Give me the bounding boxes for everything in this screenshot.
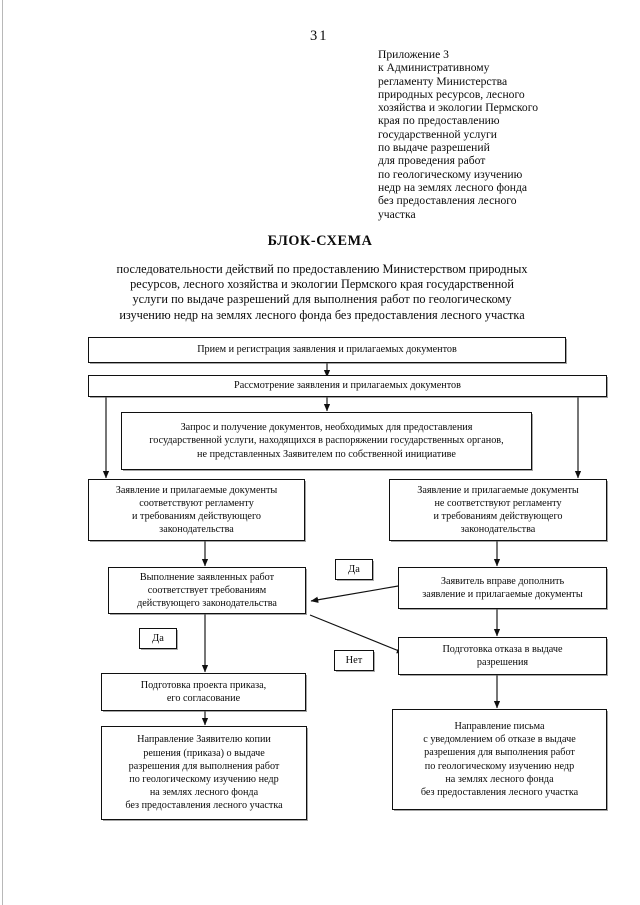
header-line-6: государственной услуги xyxy=(378,127,498,141)
flow-node-non-compliant-line-2: и требованиям действующего xyxy=(433,511,563,522)
header-line-1: к Административному xyxy=(378,61,490,75)
decision-label-yes-upper-right-text: Да xyxy=(348,564,360,575)
flow-node-compliant-line-0: Заявление и прилагаемые документы xyxy=(115,484,278,496)
page-number: 31 xyxy=(310,28,329,44)
flow-node-draft-order-line-1: его согласование xyxy=(166,693,241,704)
flow-node-non-compliant[interactable]: Заявление и прилагаемые документы не соо… xyxy=(389,479,607,541)
flow-node-send-refusal-letter-line-1: с уведомлением об отказе в выдаче xyxy=(423,734,576,746)
flow-node-send-copy-decision-line-3: по геологическому изучению недр xyxy=(129,774,279,785)
flow-node-works-compliant[interactable]: Выполнение заявленных работ соответствуе… xyxy=(108,567,306,614)
header-line-7: по выдаче разрешений xyxy=(378,141,490,155)
flow-node-send-refusal-letter-line-4: на землях лесного фонда xyxy=(445,773,554,785)
header-line-4: хозяйства и экологии Пермского xyxy=(378,101,538,115)
flow-node-send-refusal-letter-line-2: разрешения для выполнения работ xyxy=(424,747,575,759)
flow-node-non-compliant-line-1: не соответствуют регламенту xyxy=(434,497,562,509)
flow-node-send-refusal-letter-line-0: Направление письма xyxy=(454,720,545,732)
flow-node-non-compliant-line-3: законодательства xyxy=(460,524,536,536)
header-line-0: Приложение 3 xyxy=(378,48,449,61)
header-line-2: регламенту Министерства xyxy=(378,74,508,88)
flow-node-works-compliant-line-1: соответствует требованиям xyxy=(147,584,267,596)
flow-node-prepare-refusal-line-1: разрешения xyxy=(476,657,529,668)
flow-node-interagency-request-line-0: Запрос и получение документов, необходим… xyxy=(180,422,473,434)
header-line-11: без предоставления лесного xyxy=(378,194,517,208)
flow-node-send-copy-decision-line-5: без предоставления лесного участка xyxy=(125,800,283,812)
flow-node-send-refusal-letter-line-3: по геологическому изучению недр xyxy=(424,760,575,772)
flow-node-compliant-line-1: соответствуют регламенту xyxy=(139,497,254,509)
flow-node-intake[interactable]: Прием и регистрация заявления и прилагае… xyxy=(88,337,566,363)
flow-node-works-compliant-line-2: действующего законодательства xyxy=(137,598,277,610)
flow-node-non-compliant-line-0: Заявление и прилагаемые документы xyxy=(417,484,579,496)
flow-node-interagency-request[interactable]: Запрос и получение документов, необходим… xyxy=(121,412,532,470)
flow-node-send-refusal-letter-line-5: без предоставления лесного участка xyxy=(420,786,579,798)
flow-node-send-refusal-letter[interactable]: Направление письма с уведомлением об отк… xyxy=(392,709,607,810)
document-reference-header: Приложение 3 к Административному регламе… xyxy=(378,48,608,221)
flow-node-send-copy-decision[interactable]: Направление Заявителю копии решения (при… xyxy=(101,726,307,820)
header-line-8: для проведения работ xyxy=(378,154,486,168)
flow-node-send-copy-decision-line-2: разрешения для выполнения работ xyxy=(128,760,280,772)
flow-node-send-copy-decision-line-1: решения (приказа) о выдаче xyxy=(143,747,265,759)
header-line-10: недр на землях лесного фонда xyxy=(378,180,528,194)
subtitle-line-3: изучению недр на землях лесного фонда бе… xyxy=(119,307,525,322)
flow-node-review-line-0: Рассмотрение заявления и прилагаемых док… xyxy=(234,380,461,392)
header-line-3: природных ресурсов, лесного xyxy=(378,87,525,101)
header-line-9: по геологическому изучению xyxy=(378,167,523,181)
flow-node-applicant-may-supplement[interactable]: Заявитель вправе дополнить заявление и п… xyxy=(398,567,607,609)
decision-label-yes-upper-right[interactable]: Да xyxy=(335,559,373,580)
flow-node-applicant-may-supplement-line-1: заявление и прилагаемые документы xyxy=(422,589,583,600)
flow-node-compliant[interactable]: Заявление и прилагаемые документы соотве… xyxy=(88,479,305,541)
subtitle-line-1: ресурсов, лесного хозяйства и экологии П… xyxy=(130,277,514,292)
flow-node-send-copy-decision-line-0: Направление Заявителю копии xyxy=(137,734,271,746)
flow-node-interagency-request-line-2: не представленных Заявителем по собствен… xyxy=(197,448,456,460)
header-line-5: края по предоставлению xyxy=(378,114,500,128)
flow-node-applicant-may-supplement-line-0: Заявитель вправе дополнить xyxy=(440,575,565,587)
flow-node-draft-order-line-0: Подготовка проекта приказа, xyxy=(140,679,267,691)
flow-node-prepare-refusal[interactable]: Подготовка отказа в выдаче разрешения xyxy=(398,637,607,675)
flow-node-compliant-line-3: законодательства xyxy=(159,524,234,536)
flow-node-review[interactable]: Рассмотрение заявления и прилагаемых док… xyxy=(88,375,607,397)
page-subtitle: последовательности действий по предостав… xyxy=(72,262,572,323)
flow-node-compliant-line-2: и требованиям действующего xyxy=(132,511,261,522)
decision-label-no-middle[interactable]: Нет xyxy=(334,650,374,671)
decision-label-no-middle-text: Нет xyxy=(345,655,363,666)
flow-node-send-copy-decision-line-4: на землях лесного фонда xyxy=(149,787,259,799)
flow-node-works-compliant-line-0: Выполнение заявленных работ xyxy=(139,571,275,583)
decision-label-yes-lower-left-text: Да xyxy=(152,633,164,644)
scan-edge-artifact xyxy=(2,0,3,905)
subtitle-line-0: последовательности действий по предостав… xyxy=(116,262,528,276)
flow-node-prepare-refusal-line-0: Подготовка отказа в выдаче xyxy=(442,643,563,655)
flow-node-draft-order[interactable]: Подготовка проекта приказа, его согласов… xyxy=(101,673,306,711)
page-title: БЛОК-СХЕМА xyxy=(267,233,373,249)
subtitle-line-2: услуги по выдаче разрешений для выполнен… xyxy=(132,292,512,307)
decision-label-yes-lower-left[interactable]: Да xyxy=(139,628,177,649)
header-line-12: участка xyxy=(378,207,416,221)
flow-node-intake-line-0: Прием и регистрация заявления и прилагае… xyxy=(197,344,457,356)
flow-node-interagency-request-line-1: государственной услуги, находящихся в ра… xyxy=(149,435,504,447)
